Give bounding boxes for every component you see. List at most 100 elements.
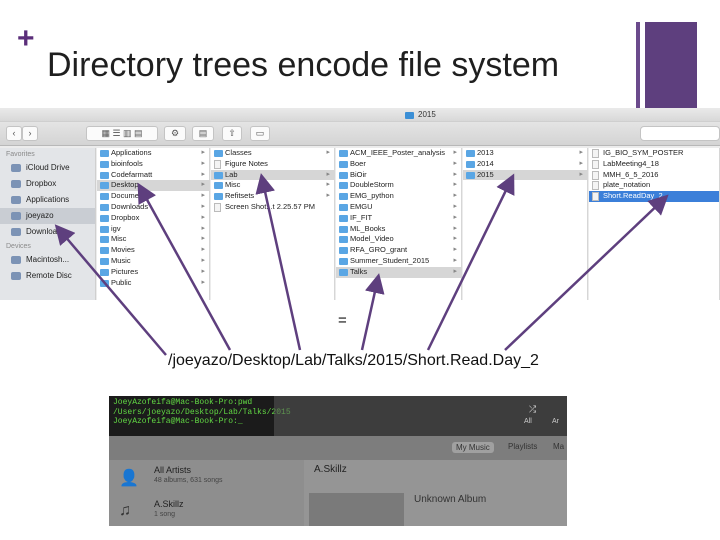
- list-item[interactable]: Classes▸: [211, 148, 334, 159]
- list-item[interactable]: RFA_GRO_grant▸: [336, 245, 461, 256]
- item-label: Pictures: [111, 266, 139, 276]
- share-icon[interactable]: ⇧: [222, 126, 242, 141]
- item-label: LabMeeting4_18: [603, 158, 659, 168]
- list-item[interactable]: Public▸: [97, 278, 209, 289]
- folder-icon: [100, 247, 109, 255]
- detail-artist: A.Skillz: [314, 464, 347, 475]
- list-item[interactable]: EMG_python▸: [336, 191, 461, 202]
- finder-window: 2015 ‹ › ▦ ☰ ▥ ▤ ⚙ ▤ ⇧ ▭ Favorites iClou…: [0, 108, 720, 300]
- finder-titlebar: 2015: [0, 108, 720, 122]
- list-item-short-read-day[interactable]: Short.ReadDay_2: [589, 191, 719, 202]
- item-label: Short.ReadDay_2: [603, 191, 663, 201]
- list-item[interactable]: igv▸: [97, 224, 209, 235]
- list-item[interactable]: Misc▸: [97, 234, 209, 245]
- forward-button[interactable]: ›: [22, 126, 38, 141]
- list-item-talks[interactable]: Talks▸: [336, 266, 461, 278]
- tab-my-music[interactable]: My Music: [452, 442, 494, 453]
- folder-icon: [339, 171, 348, 179]
- list-item[interactable]: LabMeeting4_18: [589, 159, 719, 170]
- folder-icon: [339, 236, 348, 244]
- list-item[interactable]: ML_Books▸: [336, 224, 461, 235]
- top-tab-all[interactable]: All: [524, 418, 532, 425]
- list-item-desktop[interactable]: Desktop▸: [97, 180, 209, 192]
- back-button[interactable]: ‹: [6, 126, 22, 141]
- folder-icon: [466, 171, 475, 179]
- folder-icon: [214, 171, 223, 179]
- list-item[interactable]: BiOir▸: [336, 170, 461, 181]
- terminal-itunes-screenshot: JoeyAzofeifa@Mac-Book-Pro:pwd /Users/joe…: [109, 396, 567, 526]
- list-item[interactable]: 2013▸: [463, 148, 587, 159]
- sidebar-item-applications[interactable]: Applications: [0, 192, 95, 208]
- slide-title: Directory trees encode file system: [47, 46, 560, 84]
- list-item[interactable]: IG_BIO_SYM_POSTER: [589, 148, 719, 159]
- tab-more[interactable]: Ma: [553, 442, 565, 451]
- sidebar-item-dropbox[interactable]: Dropbox: [0, 176, 95, 192]
- sidebar-item-remote-disc[interactable]: Remote Disc: [0, 268, 95, 284]
- list-item[interactable]: EMGU▸: [336, 202, 461, 213]
- disc-icon: [11, 272, 21, 280]
- list-item[interactable]: Pictures▸: [97, 267, 209, 278]
- folder-icon: [466, 160, 475, 168]
- list-item[interactable]: Codefarmatt▸: [97, 170, 209, 181]
- list-item[interactable]: Model_Video▸: [336, 234, 461, 245]
- presentation-file-icon: [592, 192, 599, 202]
- decorative-bar-thin: [636, 22, 640, 110]
- finder-column-2015: IG_BIO_SYM_POSTER LabMeeting4_18 MMH_6_5…: [589, 148, 720, 300]
- folder-icon: [339, 257, 348, 265]
- gear-icon[interactable]: ⚙: [164, 126, 186, 141]
- item-label: Downloads: [111, 201, 149, 211]
- tab-playlists[interactable]: Playlists: [508, 442, 538, 451]
- itunes-detail-pane: A.Skillz Unknown Album: [304, 460, 567, 526]
- list-item[interactable]: bioinfools▸: [97, 159, 209, 170]
- disk-icon: [11, 256, 21, 264]
- shuffle-icon[interactable]: ⤮: [529, 404, 537, 414]
- view-mode-buttons[interactable]: ▦ ☰ ▥ ▤: [86, 126, 158, 141]
- sidebar-item-icloud[interactable]: iCloud Drive: [0, 160, 95, 176]
- arrange-icon[interactable]: ▤: [192, 126, 214, 141]
- list-item[interactable]: IF_FIT▸: [336, 213, 461, 224]
- list-item[interactable]: 2014▸: [463, 159, 587, 170]
- folder-icon: [100, 160, 109, 168]
- item-label: DoubleStorm: [350, 180, 394, 190]
- sidebar-item-macintosh[interactable]: Macintosh...: [0, 252, 95, 268]
- folder-icon: [339, 182, 348, 190]
- list-item[interactable]: DoubleStorm▸: [336, 180, 461, 191]
- folder-icon: [100, 225, 109, 233]
- list-item[interactable]: Documents▸: [97, 191, 209, 202]
- item-label: Music: [111, 255, 131, 265]
- list-item-lab[interactable]: Lab▸: [211, 169, 334, 181]
- list-item[interactable]: Applications▸: [97, 148, 209, 159]
- finder-column-talks: 2013▸ 2014▸ 2015▸: [463, 148, 588, 300]
- list-item[interactable]: ACM_IEEE_Poster_analysis▸: [336, 148, 461, 159]
- item-label: Figure Notes: [225, 158, 268, 168]
- list-item[interactable]: Music▸: [97, 256, 209, 267]
- sidebar-item-downloads[interactable]: Downloads: [0, 224, 95, 240]
- folder-icon: [100, 257, 109, 265]
- image-file-icon: [214, 202, 221, 212]
- folder-icon: [100, 214, 109, 222]
- item-label: Lab: [225, 169, 238, 179]
- top-tab-artists[interactable]: Ar: [552, 418, 559, 425]
- list-item[interactable]: Downloads▸: [97, 202, 209, 213]
- item-label: MMH_6_5_2016: [603, 169, 659, 179]
- list-item[interactable]: Figure Notes: [211, 159, 334, 170]
- item-label: bioinfools: [111, 158, 143, 168]
- list-item[interactable]: Misc▸: [211, 180, 334, 191]
- item-label: 2014: [477, 158, 494, 168]
- list-item[interactable]: Boer▸: [336, 159, 461, 170]
- list-item[interactable]: plate_notation: [589, 180, 719, 191]
- list-item[interactable]: ♫ A.Skillz 1 song: [109, 494, 304, 526]
- list-item[interactable]: MMH_6_5_2016: [589, 170, 719, 181]
- list-item[interactable]: Movies▸: [97, 245, 209, 256]
- tag-icon[interactable]: ▭: [250, 126, 270, 141]
- list-item[interactable]: Screen Shot...t 2.25.57 PM: [211, 202, 334, 213]
- list-item[interactable]: Dropbox▸: [97, 213, 209, 224]
- search-input[interactable]: [640, 126, 720, 141]
- item-label: Screen Shot...t 2.25.57 PM: [225, 201, 316, 211]
- sidebar-item-joeyazo[interactable]: joeyazo: [0, 208, 95, 224]
- list-item[interactable]: 👤 All Artists 48 albums, 631 songs: [109, 460, 304, 492]
- artist-icon: 👤: [119, 470, 139, 487]
- list-item-2015[interactable]: 2015▸: [463, 169, 587, 181]
- list-item[interactable]: Refitsets▸: [211, 191, 334, 202]
- list-item[interactable]: Summer_Student_2015▸: [336, 256, 461, 267]
